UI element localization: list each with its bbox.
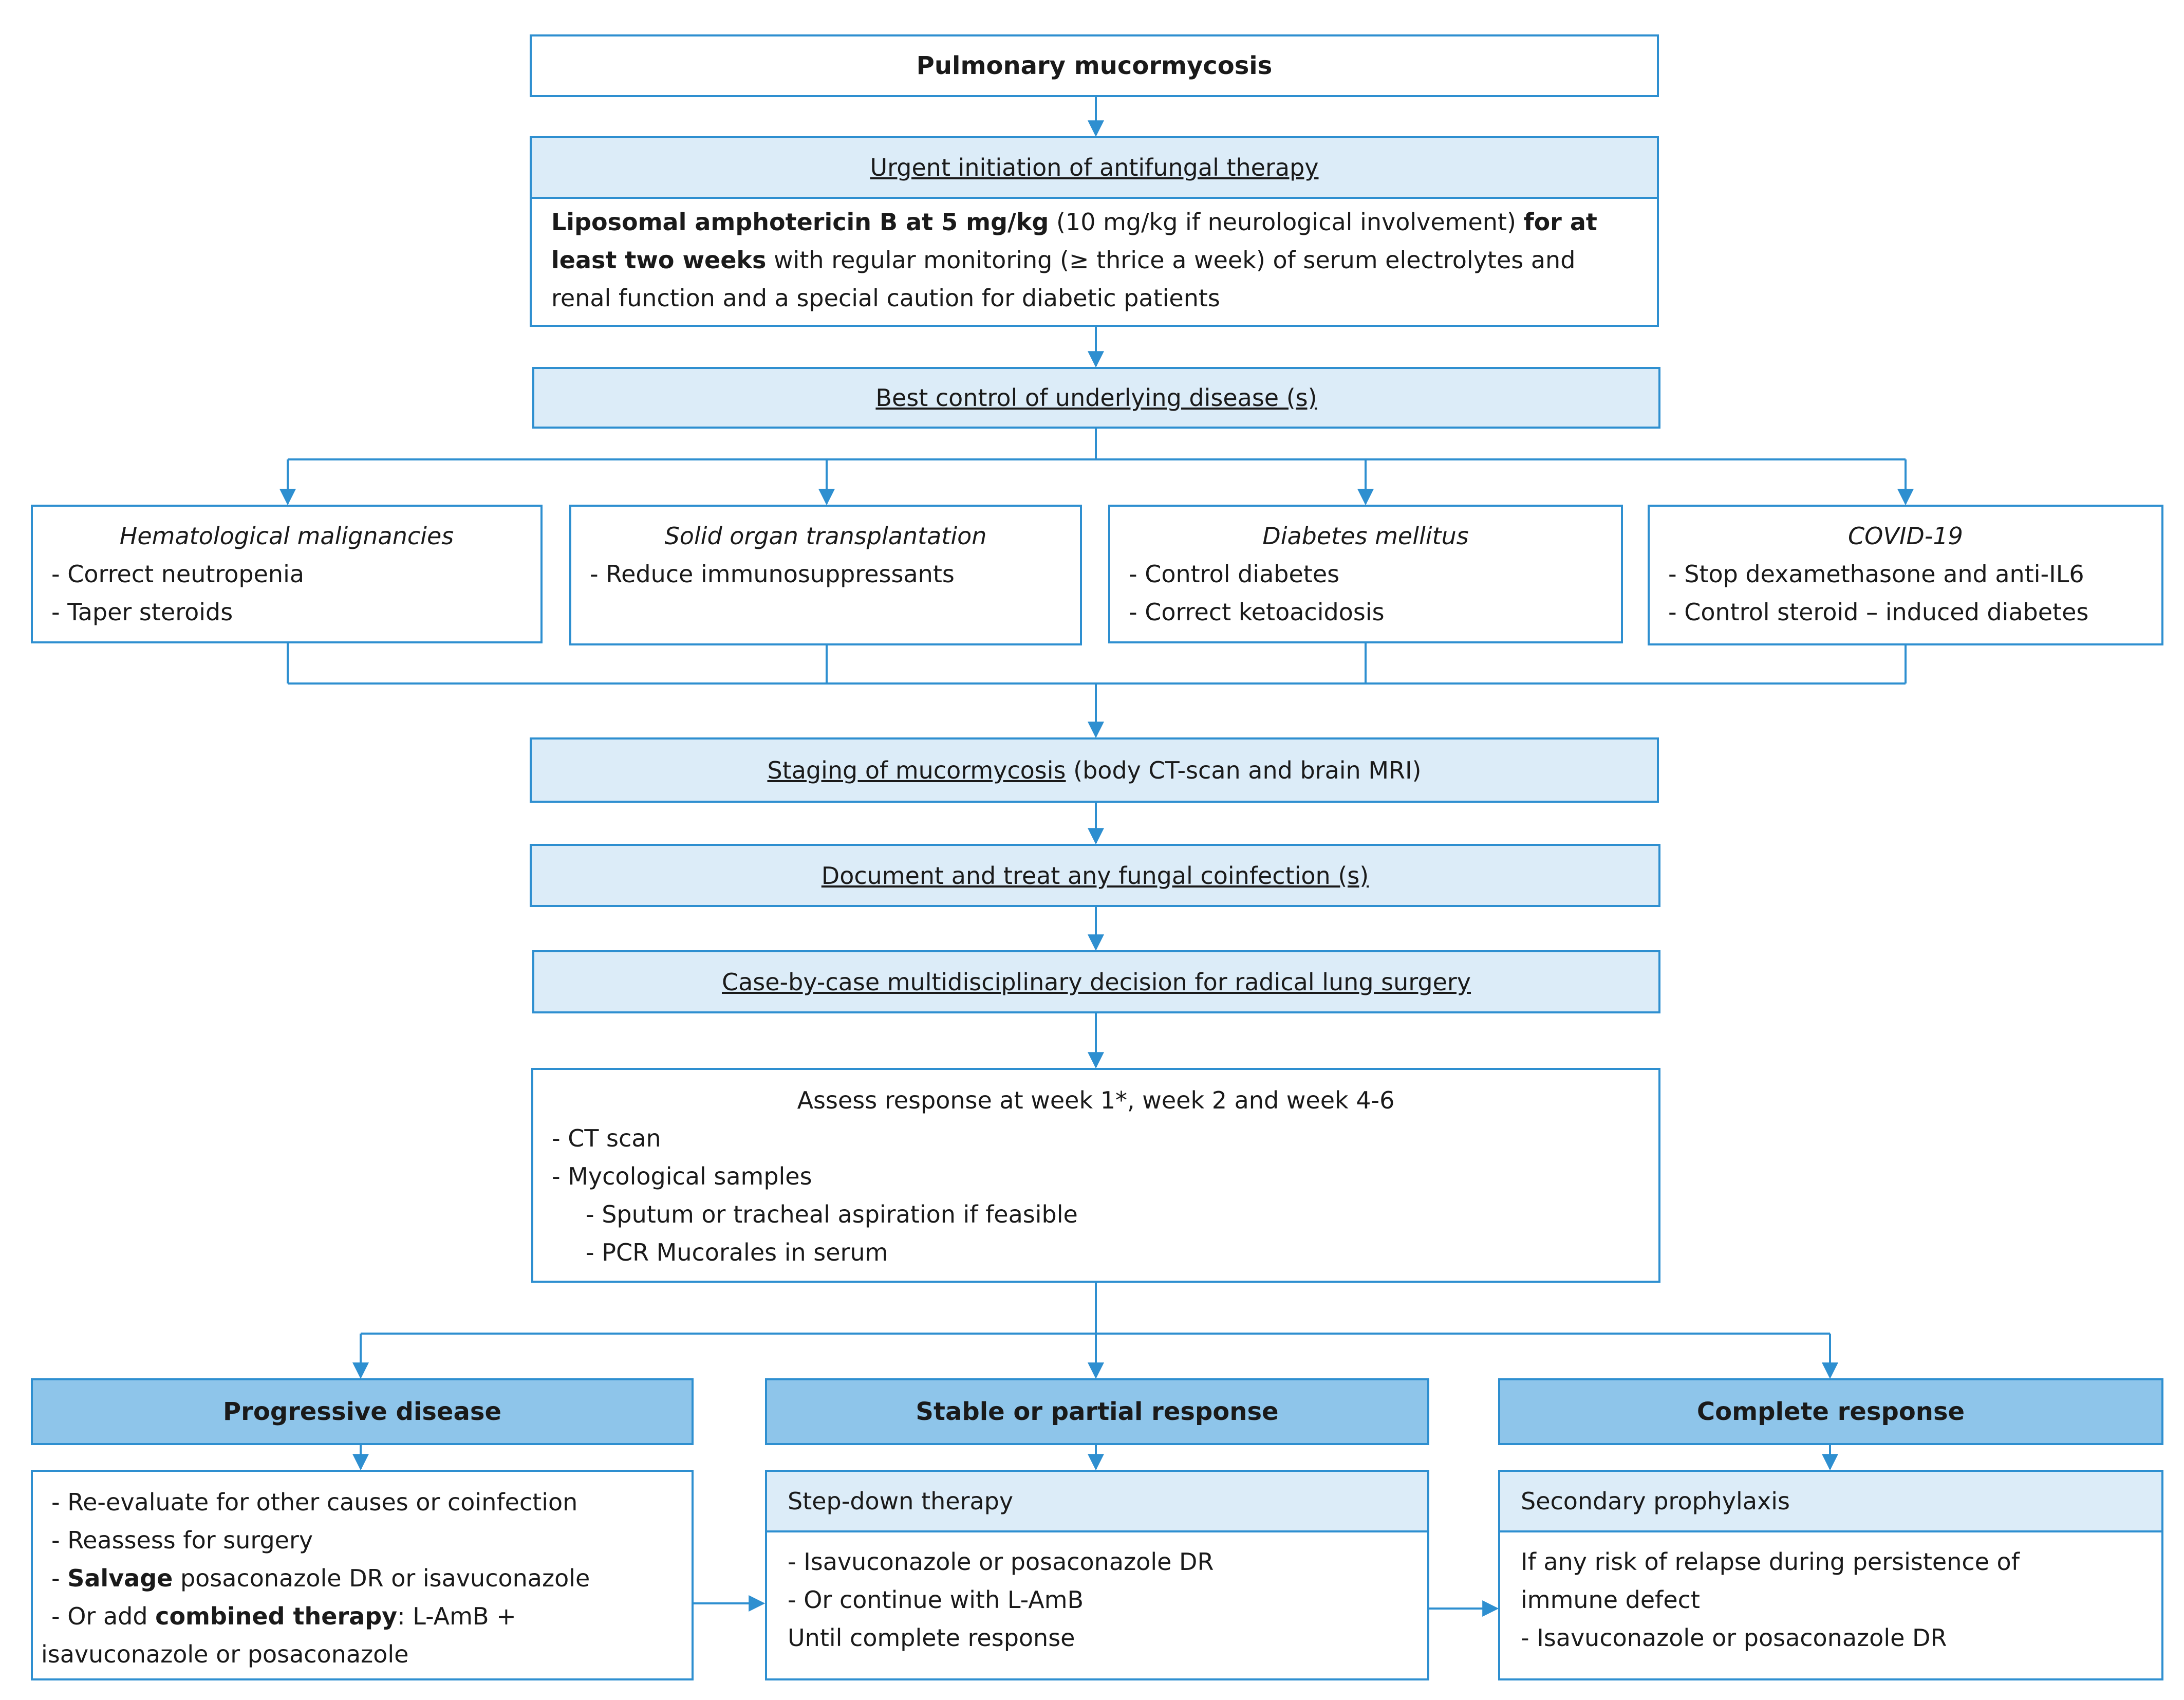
surgery-box: Case-by-case multidisciplinary decision … — [532, 950, 1660, 1013]
assess-sub-item: - Sputum or tracheal aspiration if feasi… — [586, 1200, 1078, 1228]
stable-subheader: Step-down therapy — [767, 1472, 1427, 1532]
urgent-line-1: Liposomal amphotericin B at 5 mg/kg (10 … — [551, 208, 1597, 236]
complete-item: If any risk of relapse during persistenc… — [1521, 1548, 2020, 1576]
underlying-title: Hematological malignancies — [119, 522, 454, 550]
coinfection-box: Document and treat any fungal coinfectio… — [530, 844, 1660, 907]
stable-detail: Step-down therapy - Isavuconazole or pos… — [765, 1470, 1429, 1680]
complete-header: Complete response — [1498, 1378, 2163, 1445]
complete-detail: Secondary prophylaxis If any risk of rel… — [1498, 1470, 2163, 1680]
underlying-item: - Taper steroids — [51, 598, 233, 626]
underlying-item: - Control diabetes — [1129, 560, 1340, 588]
complete-item: immune defect — [1521, 1586, 1700, 1614]
assess-title: Assess response at week 1*, week 2 and w… — [797, 1086, 1395, 1114]
stable-item: - Or continue with L-AmB — [788, 1586, 1084, 1614]
progressive-line: - Salvage posaconazole DR or isavuconazo… — [51, 1564, 590, 1592]
best-control-label: Best control of underlying disease (s) — [875, 384, 1317, 412]
assess-item: - CT scan — [552, 1124, 661, 1152]
staging-box: Staging of mucormycosis (body CT-scan an… — [530, 737, 1659, 803]
stable-item: - Isavuconazole or posaconazole DR — [788, 1548, 1214, 1576]
assess-sub-item: - PCR Mucorales in serum — [586, 1239, 888, 1266]
underlying-item: - Stop dexamethasone and anti-IL6 — [1668, 560, 2084, 588]
underlying-item: - Correct ketoacidosis — [1129, 598, 1385, 626]
progressive-header: Progressive disease — [31, 1378, 694, 1445]
urgent-line-3: renal function and a special caution for… — [551, 284, 1220, 312]
underlying-title: COVID-19 — [1848, 522, 1963, 550]
assess-response-box: Assess response at week 1*, week 2 and w… — [531, 1068, 1660, 1283]
progressive-line: - Reassess for surgery — [51, 1526, 313, 1554]
underlying-item: - Control steroid – induced diabetes — [1668, 598, 2089, 626]
urgent-line-2: least two weeks with regular monitoring … — [551, 246, 1576, 274]
surgery-label: Case-by-case multidisciplinary decision … — [721, 968, 1471, 996]
staging-label: Staging of mucormycosis (body CT-scan an… — [767, 756, 1422, 784]
underlying-item: - Correct neutropenia — [51, 560, 305, 588]
stable-item: Until complete response — [788, 1624, 1075, 1652]
progressive-line: - Or add combined therapy: L-AmB + — [51, 1602, 516, 1630]
urgent-therapy-box: Urgent initiation of antifungal therapy … — [530, 136, 1659, 327]
underlying-solid-organ: Solid organ transplantation - Reduce imm… — [569, 505, 1082, 645]
underlying-covid: COVID-19 - Stop dexamethasone and anti-I… — [1648, 505, 2163, 645]
diagram-title: Pulmonary mucormycosis — [916, 51, 1273, 80]
underlying-title: Solid organ transplantation — [664, 522, 987, 550]
coinfection-label: Document and treat any fungal coinfectio… — [821, 861, 1369, 890]
urgent-therapy-header: Urgent initiation of antifungal therapy — [532, 138, 1657, 199]
complete-subheader: Secondary prophylaxis — [1500, 1472, 2161, 1532]
assess-item: - Mycological samples — [552, 1162, 812, 1190]
title-box: Pulmonary mucormycosis — [530, 34, 1659, 97]
stable-header: Stable or partial response — [765, 1378, 1429, 1445]
underlying-item: - Reduce immunosuppressants — [590, 560, 955, 588]
progressive-detail: - Re-evaluate for other causes or coinfe… — [31, 1470, 694, 1680]
underlying-diabetes: Diabetes mellitus - Control diabetes - C… — [1108, 505, 1623, 643]
best-control-box: Best control of underlying disease (s) — [532, 367, 1660, 429]
underlying-title: Diabetes mellitus — [1262, 522, 1469, 550]
underlying-hematological: Hematological malignancies - Correct neu… — [31, 505, 543, 643]
complete-item: - Isavuconazole or posaconazole DR — [1521, 1624, 1947, 1652]
progressive-line: - Re-evaluate for other causes or coinfe… — [51, 1488, 578, 1516]
progressive-line: isavuconazole or posaconazole — [41, 1640, 409, 1668]
